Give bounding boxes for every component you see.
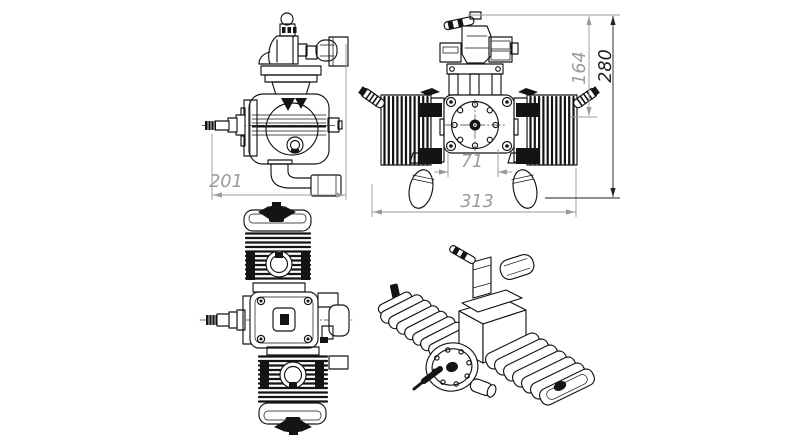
top-view (199, 202, 353, 435)
iso-carburetor (449, 245, 535, 313)
front-muffler-right (507, 152, 538, 209)
front-mount (446, 63, 504, 96)
top-carburetor (317, 292, 350, 370)
dim-label-164: 164 (570, 51, 590, 84)
side-exhaust-muffler (267, 159, 342, 197)
front-muffler-left (408, 152, 437, 209)
side-view (201, 12, 349, 197)
side-crankcase (240, 93, 343, 165)
dim-label-280: 280 (596, 49, 616, 82)
front-spark-plug-left (358, 86, 385, 109)
iso-cylinder-right (484, 332, 596, 406)
side-prop-shaft (201, 114, 343, 136)
top-cylinder-front (243, 202, 312, 293)
iso-cylinder-left (377, 283, 472, 357)
side-carburetor (258, 12, 349, 96)
front-carburetor (439, 11, 519, 64)
dimension-71: 71 (434, 149, 512, 177)
top-crankcase (242, 291, 319, 349)
dimension-201: 201 (209, 44, 347, 200)
dim-label-71: 71 (461, 152, 483, 172)
dimension-313: 313 (371, 168, 577, 217)
iso-prop-plate (425, 342, 479, 392)
dimension-164: 164 (468, 14, 620, 118)
iso-prop-shaft (412, 366, 443, 391)
front-spark-plug-right (573, 86, 600, 109)
top-cylinder-rear (257, 346, 329, 435)
front-view (358, 11, 600, 209)
isometric-view (377, 245, 596, 406)
dimension-280: 280 (545, 16, 620, 199)
front-cylinder-right (513, 88, 578, 166)
front-prop-plate (444, 98, 506, 152)
iso-bottom-boss (469, 378, 497, 398)
dim-label-313: 313 (460, 192, 493, 212)
dim-label-201: 201 (209, 172, 242, 192)
top-prop-shaft (206, 309, 246, 331)
